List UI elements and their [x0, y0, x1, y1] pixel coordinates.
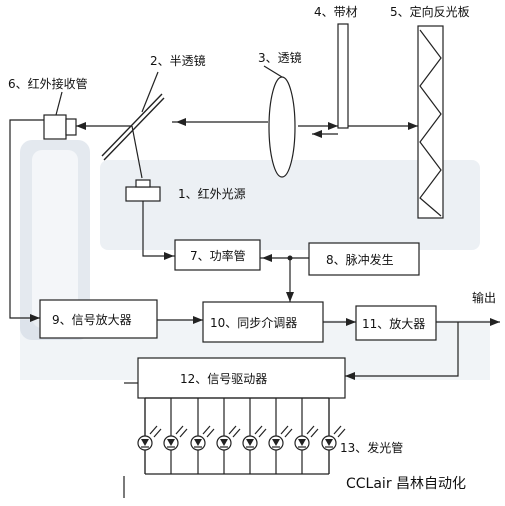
brand-caption: CCLair 昌林自动化 — [346, 476, 466, 492]
label-lens: 3、透镜 — [258, 50, 302, 65]
led-diode — [321, 398, 346, 474]
half-mirror — [101, 93, 165, 161]
label-ir-receiver: 6、红外接收管 — [8, 76, 88, 91]
led-diode — [163, 398, 188, 474]
label-signal-driver: 12、信号驱动器 — [180, 372, 267, 386]
label-reflector: 5、定向反光板 — [390, 4, 470, 19]
pulse-generator-box — [308, 242, 420, 276]
lens — [268, 76, 296, 178]
label-leds: 13、发光管 — [340, 440, 403, 455]
leader-half-mirror — [141, 71, 159, 113]
led-diode — [242, 398, 267, 474]
signal-amplifier-box — [39, 299, 158, 339]
sync-demodulator-box — [202, 301, 324, 343]
label-sync-demod: 10、同步介调器 — [210, 316, 297, 330]
signal-driver-box — [137, 357, 346, 399]
connections — [9, 119, 500, 498]
power-tube-box — [174, 239, 261, 271]
strip-material — [337, 23, 349, 129]
leader-lens — [263, 65, 283, 78]
led-diode — [268, 398, 293, 474]
led-diode — [294, 398, 319, 474]
label-half-mirror: 2、半透镜 — [150, 53, 206, 68]
amplifier-box — [355, 305, 437, 341]
label-output: 输出 — [472, 290, 496, 305]
led-diode — [216, 398, 241, 474]
label-signal-amp: 9、信号放大器 — [52, 312, 132, 327]
led-diode — [190, 398, 215, 474]
optical-rays — [76, 118, 418, 179]
directional-reflector — [417, 25, 444, 219]
led-diode — [137, 398, 162, 474]
led-diodes — [137, 398, 346, 474]
label-power-tube: 7、功率管 — [190, 248, 246, 263]
label-strip: 4、带材 — [314, 5, 358, 19]
label-amplifier: 11、放大器 — [362, 316, 425, 331]
ir-receiver-tube — [43, 114, 77, 140]
label-ir-source: 1、红外光源 — [178, 186, 246, 201]
leader-ir-receiver — [55, 91, 63, 116]
label-pulse-gen: 8、脉冲发生 — [326, 252, 394, 267]
